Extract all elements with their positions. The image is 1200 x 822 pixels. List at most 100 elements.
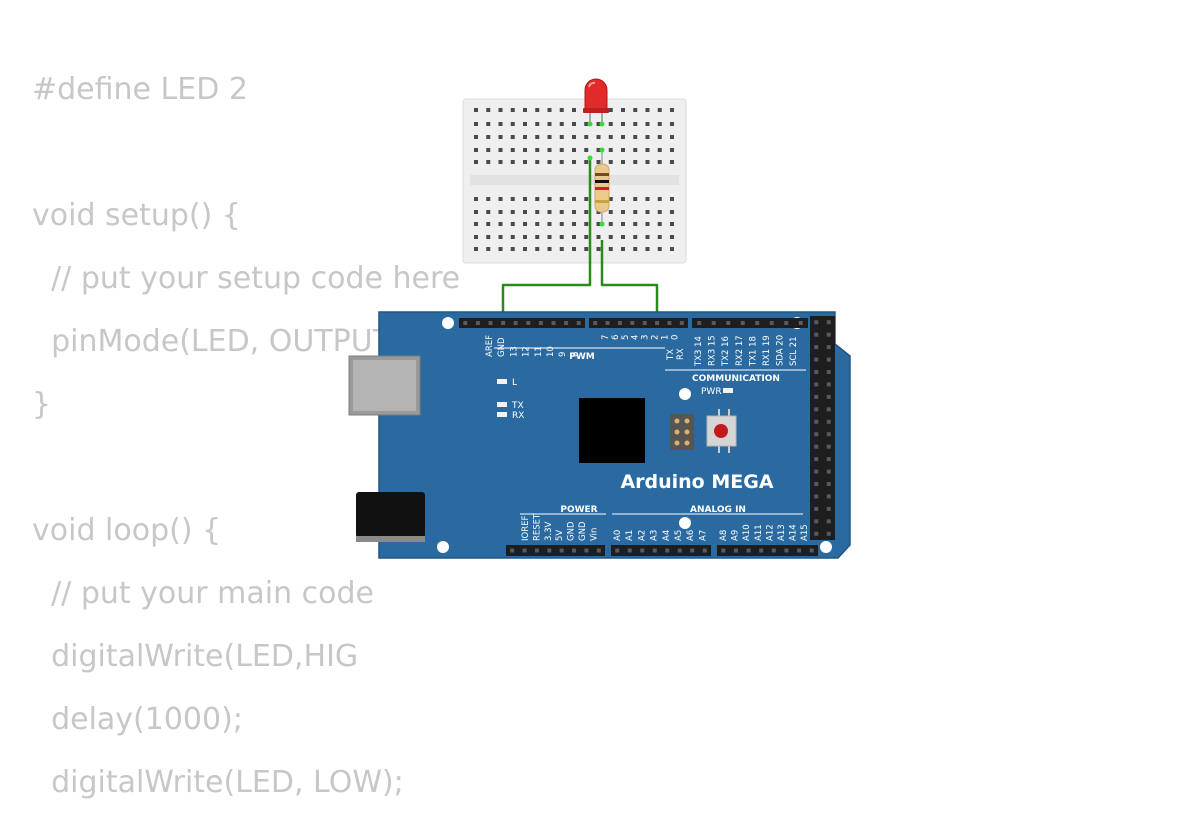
breadboard-hole	[559, 108, 564, 112]
breadboard-hole	[523, 160, 527, 164]
breadboard-hole	[657, 222, 662, 226]
icsp-pin	[674, 418, 680, 424]
breadboard-hole	[572, 197, 576, 201]
pin-label: A1	[625, 530, 635, 541]
breadboard-hole	[572, 210, 576, 214]
pin-label: RX3 15	[708, 335, 718, 366]
header-pin	[640, 548, 645, 553]
header-pin	[627, 548, 632, 553]
wire-gnd[interactable]	[501, 158, 592, 322]
header-pin	[826, 506, 831, 511]
breadboard-hole	[608, 197, 613, 201]
header-pin	[667, 321, 672, 325]
header-pin	[615, 548, 620, 553]
connection-point	[587, 155, 593, 161]
header-pin	[826, 394, 831, 399]
breadboard-hole	[474, 247, 478, 251]
breadboard-hole	[657, 210, 662, 214]
breadboard-hole	[621, 247, 625, 251]
breadboard-hole	[523, 122, 527, 126]
breadboard-hole	[498, 235, 503, 239]
pin-label: 13	[509, 346, 519, 357]
header-pin	[814, 357, 819, 362]
reset-button[interactable]	[706, 409, 737, 453]
breadboard-hole	[584, 148, 589, 152]
breadboard-hole	[670, 210, 674, 214]
header-pin	[814, 469, 819, 474]
header-pin	[809, 548, 814, 553]
breadboard-hole	[510, 135, 515, 139]
breadboard-hole	[621, 108, 625, 112]
header-pin	[814, 320, 819, 325]
breadboard-hole	[621, 148, 625, 152]
breadboard-holes	[474, 108, 674, 251]
resistor-band	[595, 180, 609, 183]
wire-pin2[interactable]	[600, 240, 659, 322]
header-pin	[755, 321, 760, 325]
code-line: }	[32, 387, 52, 422]
breadboard-hole	[633, 135, 638, 139]
header-pin	[702, 548, 707, 553]
header-pin	[665, 548, 670, 553]
reset-button-cap	[714, 424, 728, 438]
breadboard-hole	[608, 160, 613, 164]
breadboard-hole	[572, 122, 576, 126]
header-pin	[814, 407, 819, 412]
breadboard-hole	[670, 122, 674, 126]
breadboard-hole	[486, 135, 491, 139]
resistor[interactable]	[594, 150, 610, 222]
led-body	[584, 78, 608, 111]
header-pin	[814, 419, 819, 424]
pin-label: SCL 21	[789, 336, 799, 366]
pin-label: A3	[650, 530, 660, 541]
breadboard-hole	[572, 247, 576, 251]
header-pin	[547, 548, 552, 553]
arduino-mega-board[interactable]: PWM COMMUNICATION POWER ANALOG IN Arduin…	[348, 311, 851, 559]
header-pin	[814, 506, 819, 511]
breadboard-hole	[498, 135, 503, 139]
breadboard-hole	[523, 235, 527, 239]
header-pin	[826, 357, 831, 362]
header-pin	[733, 548, 738, 553]
header-pin	[501, 321, 506, 325]
breadboard-hole	[498, 108, 503, 112]
breadboard-hole	[547, 235, 552, 239]
breadboard-hole	[486, 160, 491, 164]
reset-button-leg	[718, 445, 720, 453]
breadboard-hole	[670, 160, 674, 164]
breadboard-hole	[572, 135, 576, 139]
breadboard-hole	[535, 135, 540, 139]
breadboard-hole	[510, 108, 515, 112]
icsp-pin	[684, 429, 690, 435]
breadboard-hole	[584, 222, 589, 226]
header-top-left	[459, 318, 585, 328]
header-pin	[814, 382, 819, 387]
pin-label: A11	[754, 524, 764, 541]
pin-label: AREF	[485, 335, 495, 357]
pin-label: TX2 16	[721, 336, 731, 367]
pin-label: GND	[567, 521, 577, 541]
pin-label: SDA 20	[776, 335, 786, 366]
breadboard-hole	[608, 222, 613, 226]
breadboard-hole	[596, 222, 601, 226]
header-pin	[771, 548, 776, 553]
breadboard-hole	[670, 222, 674, 226]
pin-headers	[459, 316, 835, 556]
header-pin	[814, 345, 819, 350]
header-pin	[826, 519, 831, 524]
header-pin	[826, 494, 831, 499]
red-led[interactable]	[583, 78, 609, 124]
wires[interactable]	[501, 158, 659, 322]
header-pin	[814, 519, 819, 524]
breadboard-hole	[474, 122, 478, 126]
breadboard-hole	[535, 197, 540, 201]
breadboard-hole	[547, 210, 552, 214]
pin-label: 6	[611, 335, 621, 340]
breadboard-hole	[596, 135, 601, 139]
header-pin	[652, 548, 657, 553]
breadboard-hole	[633, 210, 638, 214]
pwm-label: PWM	[569, 352, 595, 362]
breadboard-hole	[559, 148, 564, 152]
breadboard-hole	[486, 235, 491, 239]
